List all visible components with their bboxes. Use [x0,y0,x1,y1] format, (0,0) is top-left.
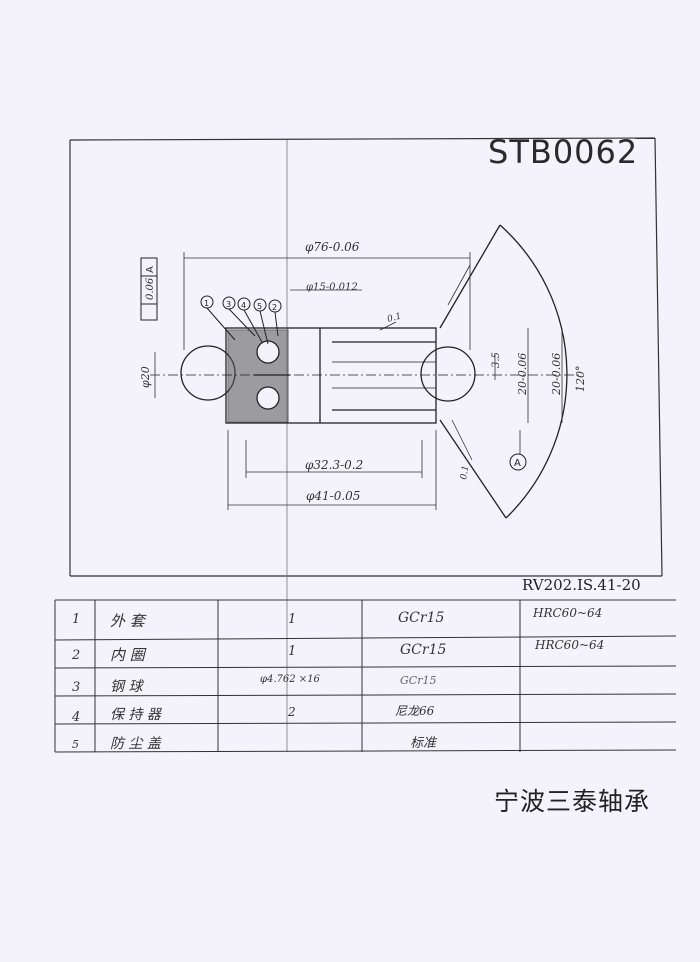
balloon-group [200,295,527,471]
balloon-5: 5 [257,302,262,311]
row-1-material: GCr15 [398,610,445,626]
row-1-hardness: HRC60~64 [533,606,603,620]
row-3-qty: φ4.762 ×16 [260,674,320,685]
row-2-hardness: HRC60~64 [535,638,605,652]
dim-diameter-32: φ32.3-0.2 [305,458,363,472]
tolerance-value: 0.06 [145,277,156,300]
row-1-name: 外 套 [110,612,145,630]
row-3-no: 3 [72,680,81,695]
chamfer-top: 0.1 [386,312,402,325]
row-1-no: 1 [72,612,81,627]
tolerance-frame [140,257,158,321]
row-2-no: 2 [72,648,81,663]
row-4-qty: 2 [288,705,296,719]
dim-height-20-b: 20-0.06 [550,353,563,396]
dim-inner-bore: φ15-0.012 [306,282,358,293]
row-5-no: 5 [72,738,79,751]
datum-marker: A [514,458,521,469]
row-2-material: GCr15 [400,642,447,658]
dimension-lines [154,252,563,510]
balloon-4: 4 [241,301,246,310]
reference-code: RV202.IS.41-20 [522,576,641,594]
chamfer-bottom: 0.1 [459,465,471,481]
row-3-material: GCr15 [400,674,437,687]
row-2-qty: 1 [288,644,297,659]
row-4-no: 4 [72,710,81,725]
balloon-1: 1 [204,299,209,308]
drawing-frame [69,137,663,752]
dim-angle: 120° [574,366,587,393]
dim-outer-diameter: φ76-0.06 [305,240,360,254]
balloon-2: 2 [272,303,277,312]
row-4-name: 保 持 器 [110,707,161,723]
dim-height-20: φ20 [139,366,152,388]
company-name: 宁波三泰轴承 [494,787,651,816]
row-5-name: 防 尘 盖 [110,736,161,752]
row-3-name: 钢 球 [110,679,143,695]
dim-offset: 3.5 [491,352,502,368]
drawing-code: STB0062 [488,133,639,171]
row-2-name: 内 圈 [110,646,145,664]
dim-diameter-41: φ41-0.05 [306,489,360,503]
dim-height-20-a: 20-0.06 [516,353,529,396]
parts-table-grid [54,599,677,753]
row-4-material: 尼龙66 [395,704,435,718]
bearing-section [150,224,580,519]
datum-label: A [145,266,156,273]
row-1-qty: 1 [288,612,297,627]
balloon-3: 3 [226,300,231,309]
row-5-material: 标准 [410,736,437,751]
